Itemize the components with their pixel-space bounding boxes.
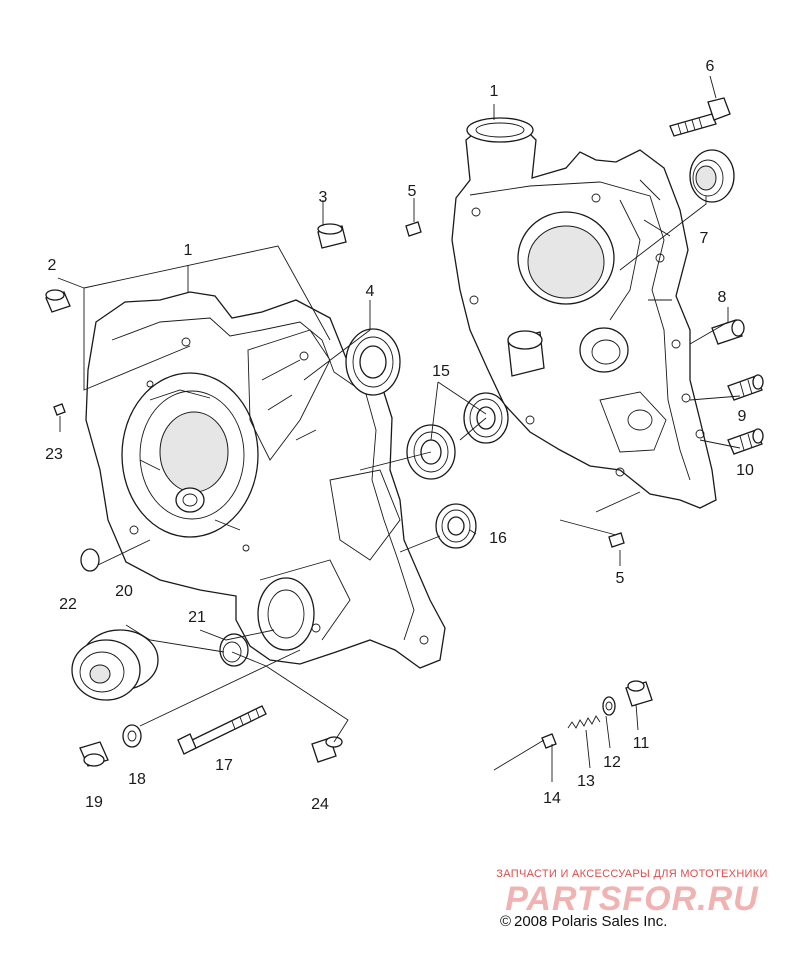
part-10-fitting: [727, 428, 764, 455]
watermark-tagline: ЗАПЧАСТИ И АКСЕССУАРЫ ДЛЯ МОТОТЕХНИКИ: [496, 868, 767, 880]
part-21-collar: [219, 633, 249, 667]
callout-labels: 1 1 2 3 4 5 5 6 7 8 9 10 11 12 13 14 15 …: [45, 58, 754, 813]
part-14-plunger: [541, 733, 557, 749]
callout-23: 23: [45, 446, 63, 463]
callout-20: 20: [115, 583, 133, 600]
callout-11: 11: [633, 735, 650, 752]
part-11-bolt: [625, 680, 653, 707]
callout-18: 18: [128, 771, 146, 788]
callout-21: 21: [188, 609, 206, 626]
part-3-bushing: [317, 223, 347, 249]
callout-8: 8: [718, 289, 727, 306]
part-9-fitting: [727, 374, 764, 401]
callout-14: 14: [543, 790, 561, 807]
part-4-bearing: [345, 328, 401, 396]
part-12-washer: [602, 696, 616, 716]
callout-2: 2: [48, 257, 57, 274]
part-18-washer: [122, 724, 142, 748]
callout-1-left: 1: [184, 242, 193, 259]
callout-13: 13: [577, 773, 595, 790]
callout-17: 17: [215, 757, 233, 774]
callout-5-upper: 5: [408, 183, 417, 200]
watermark: ЗАПЧАСТИ И АКСЕССУАРЫ ДЛЯ МОТОТЕХНИКИ PA…: [496, 868, 767, 918]
callout-10: 10: [736, 462, 754, 479]
part-17-bolt: [177, 705, 267, 755]
part-23-pin: [53, 403, 66, 416]
watermark-logo: PARTSFOR.RU: [505, 880, 759, 918]
part-13-spring: [567, 715, 601, 729]
part-5-pin-lower: [608, 532, 625, 548]
callout-6: 6: [706, 58, 715, 75]
right-crankcase-half: [451, 117, 717, 509]
part-7-seal: [689, 149, 735, 203]
callout-24: 24: [311, 796, 329, 813]
copyright-notice: © 2008 Polaris Sales Inc.: [500, 913, 667, 930]
callout-7: 7: [700, 230, 709, 247]
part-24-nozzle: [311, 736, 343, 763]
part-22-plug: [80, 548, 100, 572]
part-2-sleeve: [45, 289, 71, 313]
callout-16: 16: [489, 530, 507, 547]
callout-1-right: 1: [490, 83, 499, 100]
leader-lines: [57, 75, 741, 782]
part-6-bolt: [669, 97, 731, 137]
callout-12: 12: [603, 754, 621, 771]
callout-22: 22: [59, 596, 77, 613]
callout-15: 15: [432, 363, 450, 380]
callout-4: 4: [366, 283, 375, 300]
part-16-bearing: [435, 503, 477, 549]
part-8-dowel: [711, 319, 745, 345]
part-19-bolt: [79, 741, 109, 767]
callout-9: 9: [738, 408, 747, 425]
part-5-pin-upper: [405, 221, 422, 237]
part-20-pulley: [71, 629, 159, 701]
callout-3: 3: [319, 189, 328, 206]
callout-5-lower: 5: [616, 570, 625, 587]
copyright-text: 2008 Polaris Sales Inc.: [514, 913, 667, 930]
callout-19: 19: [85, 794, 103, 811]
copyright-symbol: ©: [500, 913, 511, 930]
